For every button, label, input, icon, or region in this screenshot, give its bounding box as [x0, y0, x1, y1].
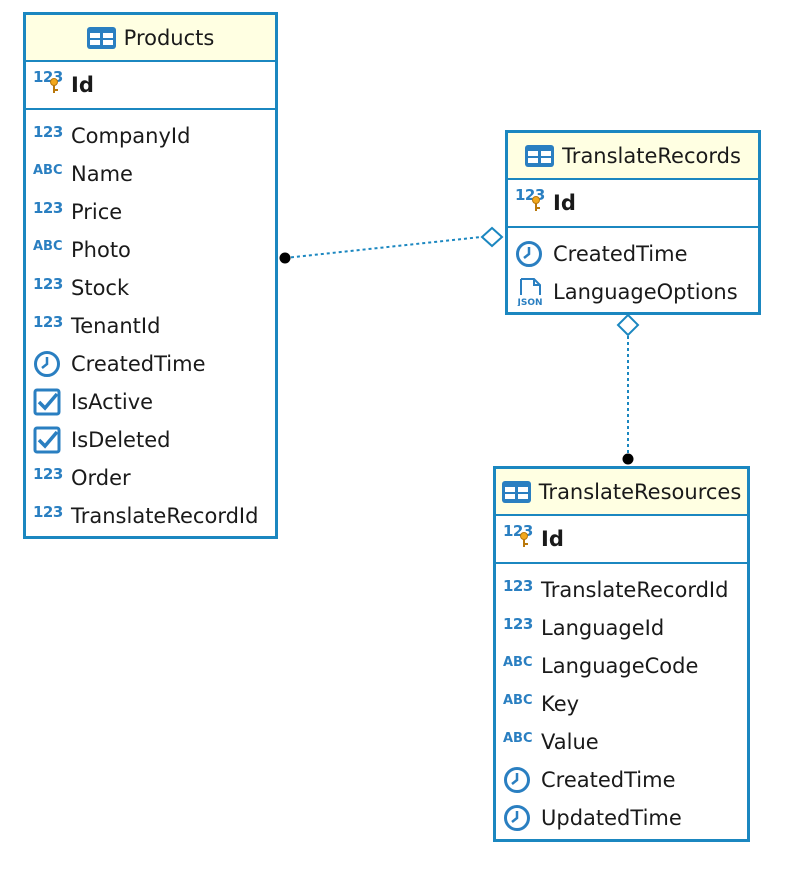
numeric-type-icon: 123 — [33, 123, 63, 141]
products-link-end-dot — [279, 252, 291, 264]
svg-text:JSON: JSON — [516, 298, 542, 306]
string-type-icon: ABC — [503, 654, 533, 670]
checkbox-icon — [33, 388, 64, 416]
primary-key-row[interactable]: 123 Id — [508, 180, 758, 228]
attribute-row[interactable]: 123 CompanyId — [26, 117, 275, 155]
attribute-name: Value — [541, 730, 599, 754]
translaterecords-link-diamond-bottom — [616, 313, 640, 337]
numeric-type-icon: 123 — [33, 503, 63, 521]
attribute-row[interactable]: 123 TranslateRecordId — [496, 571, 747, 609]
attribute-row[interactable]: 123 Price — [26, 193, 275, 231]
primary-key-row[interactable]: 123 Id — [496, 516, 747, 564]
table-icon — [501, 480, 531, 503]
string-type-icon: ABC — [33, 162, 63, 178]
attribute-name: CreatedTime — [553, 242, 688, 266]
attribute-name: TenantId — [71, 314, 161, 338]
attribute-name: IsDeleted — [71, 428, 171, 452]
attribute-row[interactable]: ABC Key — [496, 685, 747, 723]
attribute-name: UpdatedTime — [541, 806, 682, 830]
attribute-row[interactable]: 123 TenantId — [26, 307, 275, 345]
attribute-row[interactable]: CreatedTime — [26, 345, 275, 383]
attribute-name: Order — [71, 466, 131, 490]
attribute-row[interactable]: UpdatedTime — [496, 799, 747, 837]
attribute-name: LanguageCode — [541, 654, 699, 678]
attribute-row[interactable]: JSON LanguageOptions — [508, 273, 758, 311]
attribute-row[interactable]: IsActive — [26, 383, 275, 421]
string-type-icon: ABC — [33, 238, 63, 254]
attribute-name: Key — [541, 692, 580, 716]
attribute-name: CreatedTime — [71, 352, 206, 376]
pk-name: Id — [553, 191, 576, 215]
checkbox-icon — [33, 426, 64, 454]
attribute-row[interactable]: ABC Value — [496, 723, 747, 761]
attribute-row[interactable]: CreatedTime — [508, 235, 758, 273]
attribute-row[interactable]: 123 Stock — [26, 269, 275, 307]
clock-icon — [503, 805, 534, 831]
entity-title: TranslateRecords — [562, 143, 741, 168]
numeric-type-icon: 123 — [503, 577, 533, 595]
attribute-name: Name — [71, 162, 133, 186]
translateresources-link-end-dot — [622, 453, 634, 465]
entity-header[interactable]: TranslateRecords — [508, 133, 758, 180]
attribute-name: TranslateRecordId — [71, 504, 259, 528]
attribute-row[interactable]: IsDeleted — [26, 421, 275, 459]
pk-name: Id — [541, 527, 564, 551]
attribute-row[interactable]: CreatedTime — [496, 761, 747, 799]
entity-title: TranslateResources — [538, 479, 742, 504]
primary-key-icon: 123 — [515, 186, 546, 216]
attribute-name: Stock — [71, 276, 130, 300]
attribute-row[interactable]: 123 LanguageId — [496, 609, 747, 647]
attribute-row[interactable]: ABC Name — [26, 155, 275, 193]
attribute-name: IsActive — [71, 390, 154, 414]
pk-name: Id — [71, 73, 94, 97]
clock-icon — [515, 241, 546, 267]
table-icon — [86, 26, 116, 49]
numeric-type-icon: 123 — [33, 313, 63, 331]
attribute-name: Photo — [71, 238, 131, 262]
table-icon — [525, 144, 555, 167]
primary-key-icon: 123 — [503, 522, 534, 552]
numeric-type-icon: 123 — [503, 615, 533, 633]
numeric-type-icon: 123 — [33, 465, 63, 483]
json-icon: JSON — [515, 278, 546, 306]
attribute-row[interactable]: ABC Photo — [26, 231, 275, 269]
entity-title: Products — [123, 25, 215, 50]
attribute-name: CreatedTime — [541, 768, 676, 792]
entity-header[interactable]: TranslateResources — [496, 469, 747, 516]
clock-icon — [33, 351, 64, 377]
translaterecords-link-diamond-left — [480, 226, 504, 248]
numeric-type-icon: 123 — [33, 199, 63, 217]
attribute-name: Price — [71, 200, 123, 224]
numeric-type-icon: 123 — [33, 275, 63, 293]
attribute-row[interactable]: 123 TranslateRecordId — [26, 497, 275, 535]
primary-key-icon: 123 — [33, 68, 64, 98]
entity-header[interactable]: Products — [26, 15, 275, 62]
products-translaterecords-link — [284, 236, 482, 259]
attribute-name: CompanyId — [71, 124, 191, 148]
attribute-name: LanguageId — [541, 616, 665, 640]
attribute-row[interactable]: 123 Order — [26, 459, 275, 497]
string-type-icon: ABC — [503, 730, 533, 746]
entity-translaterecords[interactable]: TranslateRecords 123 Id CreatedTime JSON… — [505, 130, 761, 315]
attribute-name: LanguageOptions — [553, 280, 738, 304]
attribute-name: TranslateRecordId — [541, 578, 729, 602]
attribute-row[interactable]: ABC LanguageCode — [496, 647, 747, 685]
string-type-icon: ABC — [503, 692, 533, 708]
primary-key-row[interactable]: 123 Id — [26, 62, 275, 110]
clock-icon — [503, 767, 534, 793]
